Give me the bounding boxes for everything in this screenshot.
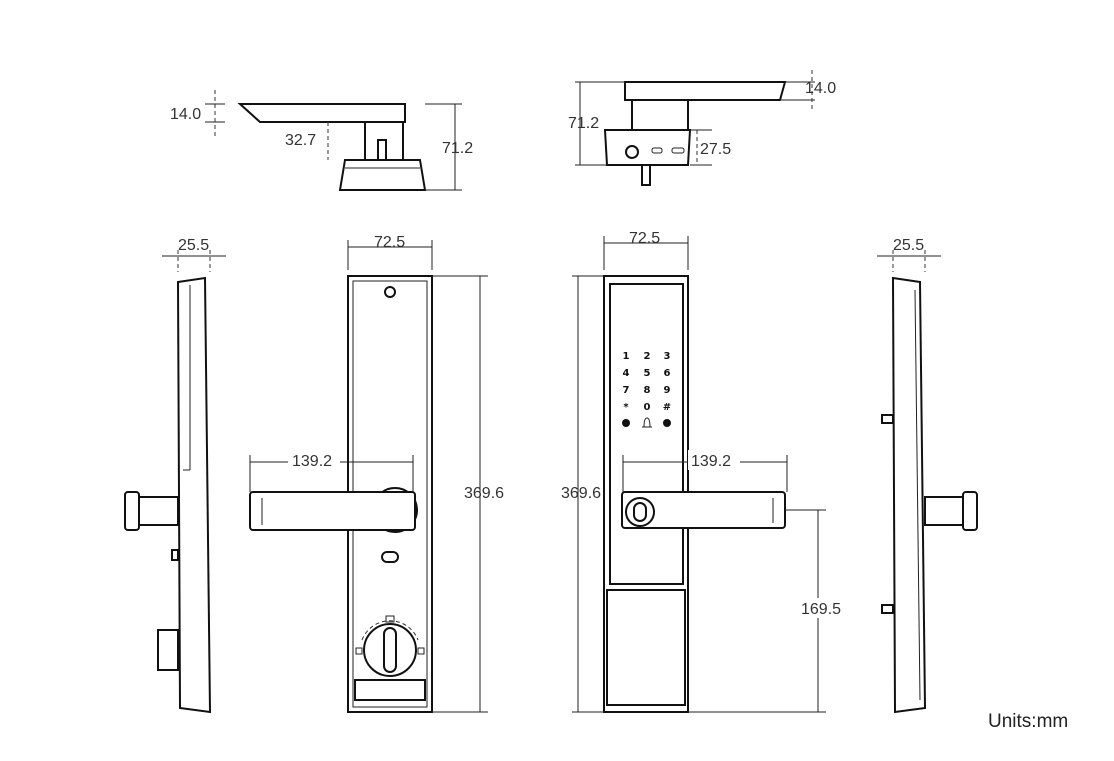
key-1: 1	[623, 351, 630, 362]
dim-width: 72.5	[629, 230, 660, 247]
dim-width: 72.5	[374, 234, 405, 251]
bottom-cover	[354, 679, 426, 701]
thumbturn-knob	[363, 623, 417, 677]
key-4: 4	[623, 368, 630, 379]
handle-top	[237, 103, 406, 123]
handle-stub	[962, 491, 978, 531]
key-7: 7	[623, 385, 630, 396]
top-right-view: 71.2 14.0 27.5	[568, 70, 836, 186]
side-plate	[891, 276, 927, 714]
dim-handle-length: 139.2	[691, 453, 731, 470]
key-2: 2	[644, 351, 651, 362]
bell-icon	[642, 417, 652, 428]
top-left-view: 14.0 32.7 71.2	[170, 90, 473, 191]
outer-front-view: 1 2 3 4 5 6 7 8 9 * 0 # 72.5 369.6 139.2	[561, 230, 844, 713]
key-3: 3	[664, 351, 671, 362]
side-left-view: 25.5	[124, 237, 226, 714]
lock-base	[338, 159, 427, 191]
dim-total-height: 71.2	[568, 115, 599, 132]
fingerprint-sensor	[625, 497, 655, 527]
handle-stub	[124, 491, 140, 531]
dim-base-height: 27.5	[700, 141, 731, 158]
spindle	[377, 139, 387, 161]
dim-height: 369.6	[561, 485, 601, 502]
handle-top	[624, 81, 787, 101]
key-0: 0	[644, 402, 651, 413]
switch-icon	[381, 551, 399, 563]
key-5: 5	[644, 368, 651, 379]
handle-stem	[631, 99, 689, 131]
keypad: 1 2 3 4 5 6 7 8 9 * 0 #	[622, 351, 671, 428]
side-right-view: 25.5	[877, 237, 978, 714]
cylinder-icon	[625, 145, 639, 159]
inner-front-view: 72.5 369.6 139.2	[249, 234, 504, 713]
dim-depth: 25.5	[178, 237, 209, 254]
units-label: Units:mm	[988, 711, 1068, 732]
lock-base	[603, 129, 692, 166]
key-8: 8	[644, 385, 651, 396]
lock-button-icon	[622, 419, 630, 427]
inner-handle	[249, 491, 416, 531]
keypad-panel	[609, 283, 684, 585]
key-6: 6	[664, 368, 671, 379]
side-plate	[176, 276, 212, 714]
key-hash: #	[663, 402, 671, 413]
dim-handle-height: 169.5	[801, 601, 841, 618]
dim-height: 369.6	[464, 485, 504, 502]
battery-cover	[606, 589, 686, 706]
unlock-button-icon	[663, 419, 671, 427]
key-star: *	[623, 402, 629, 413]
dim-depth: 25.5	[893, 237, 924, 254]
dim-handle-thickness: 14.0	[170, 106, 201, 123]
screw-icon	[384, 286, 396, 298]
key-9: 9	[664, 385, 671, 396]
dim-stem-offset: 32.7	[285, 132, 316, 149]
dim-handle-length: 139.2	[292, 453, 332, 470]
dim-total-height: 71.2	[442, 140, 473, 157]
dim-handle-thickness: 14.0	[805, 80, 836, 97]
